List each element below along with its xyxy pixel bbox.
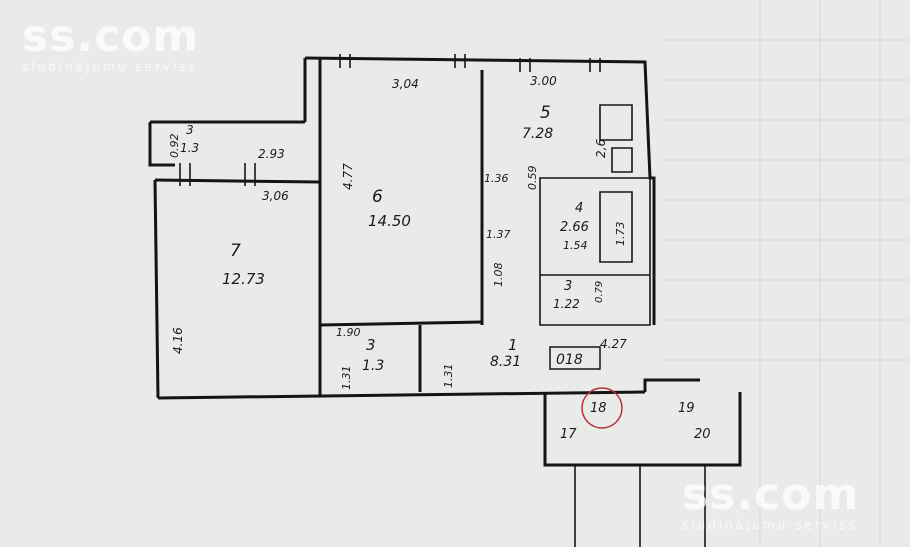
room-2-number: 3 bbox=[366, 336, 376, 354]
room-7-area: 12.73 bbox=[222, 270, 265, 288]
dim-1-36: 1.36 bbox=[484, 172, 509, 185]
stair-label-20: 20 bbox=[694, 427, 711, 442]
dim-3-04: 3,04 bbox=[392, 77, 419, 91]
room-7-number: 7 bbox=[230, 241, 241, 261]
watermark-subtitle-2: sludinājumu serviss bbox=[682, 518, 858, 532]
watermark-top-left: ss.com sludinājumu serviss bbox=[22, 11, 200, 75]
stair-label-17: 17 bbox=[560, 427, 577, 442]
stair-label-19: 19 bbox=[678, 401, 695, 416]
dim-2-93: 2.93 bbox=[258, 147, 285, 161]
watermark-brand-2: ss.com bbox=[682, 469, 860, 520]
stair-label-18: 18 bbox=[590, 401, 607, 416]
room-3b-area: 1.22 bbox=[553, 297, 580, 311]
watermark-bottom-right: ss.com sludinājumu serviss bbox=[682, 469, 860, 533]
watermark-brand: ss.com bbox=[22, 11, 200, 62]
room-4-area: 2.66 bbox=[560, 220, 589, 235]
room-4-number: 4 bbox=[575, 201, 583, 216]
walls bbox=[148, 56, 742, 547]
dimension-labels: 3,04 3.00 0.92 2.93 3,06 4.77 2,6 1.36 0… bbox=[168, 74, 627, 390]
stair-labels: 17 18 19 20 bbox=[560, 387, 711, 442]
dim-4-27: 4.27 bbox=[600, 337, 627, 351]
dim-1-37: 1.37 bbox=[486, 228, 511, 241]
room-5-area: 7.28 bbox=[522, 126, 553, 142]
highlight-circle bbox=[581, 387, 623, 429]
room-labels: 7 12.73 6 14.50 5 7.28 4 2.66 3 1.22 3 1… bbox=[180, 103, 589, 374]
room-6-area: 14.50 bbox=[368, 212, 411, 230]
room-3a-area: 1.3 bbox=[180, 141, 199, 155]
room-2-area: 1.3 bbox=[362, 358, 384, 374]
room-1-area: 8.31 bbox=[490, 354, 521, 370]
dim-4-16: 4.16 bbox=[171, 327, 185, 354]
watermark-subtitle: sludinājumu serviss bbox=[22, 60, 198, 74]
paper-grid bbox=[660, 0, 910, 547]
dim-3-06: 3,06 bbox=[262, 189, 289, 203]
dim-3-00: 3.00 bbox=[530, 74, 557, 88]
dim-1-54: 1.54 bbox=[563, 239, 588, 252]
dim-1-73: 1.73 bbox=[614, 222, 627, 247]
room-1-number: 1 bbox=[508, 336, 518, 354]
window-ticks bbox=[179, 54, 601, 186]
dim-2-6: 2,6 bbox=[594, 139, 608, 158]
dim-4-77: 4.77 bbox=[341, 163, 355, 190]
dim-1-31-right: 1.31 bbox=[442, 364, 455, 389]
dim-0-79: 0.79 bbox=[594, 281, 605, 303]
room-5-number: 5 bbox=[540, 103, 551, 123]
apartment-number: 018 bbox=[556, 352, 583, 368]
room-3a-number: 3 bbox=[186, 123, 194, 137]
dim-1-08: 1.08 bbox=[492, 263, 505, 288]
dim-0-59: 0.59 bbox=[526, 166, 539, 191]
room-3b-number: 3 bbox=[564, 279, 572, 294]
room-6-number: 6 bbox=[372, 187, 383, 207]
dim-1-31-left: 1.31 bbox=[340, 366, 353, 391]
dim-0-92: 0.92 bbox=[168, 134, 181, 159]
apartment-tag: 018 bbox=[549, 346, 601, 370]
dim-1-90: 1.90 bbox=[336, 326, 361, 339]
